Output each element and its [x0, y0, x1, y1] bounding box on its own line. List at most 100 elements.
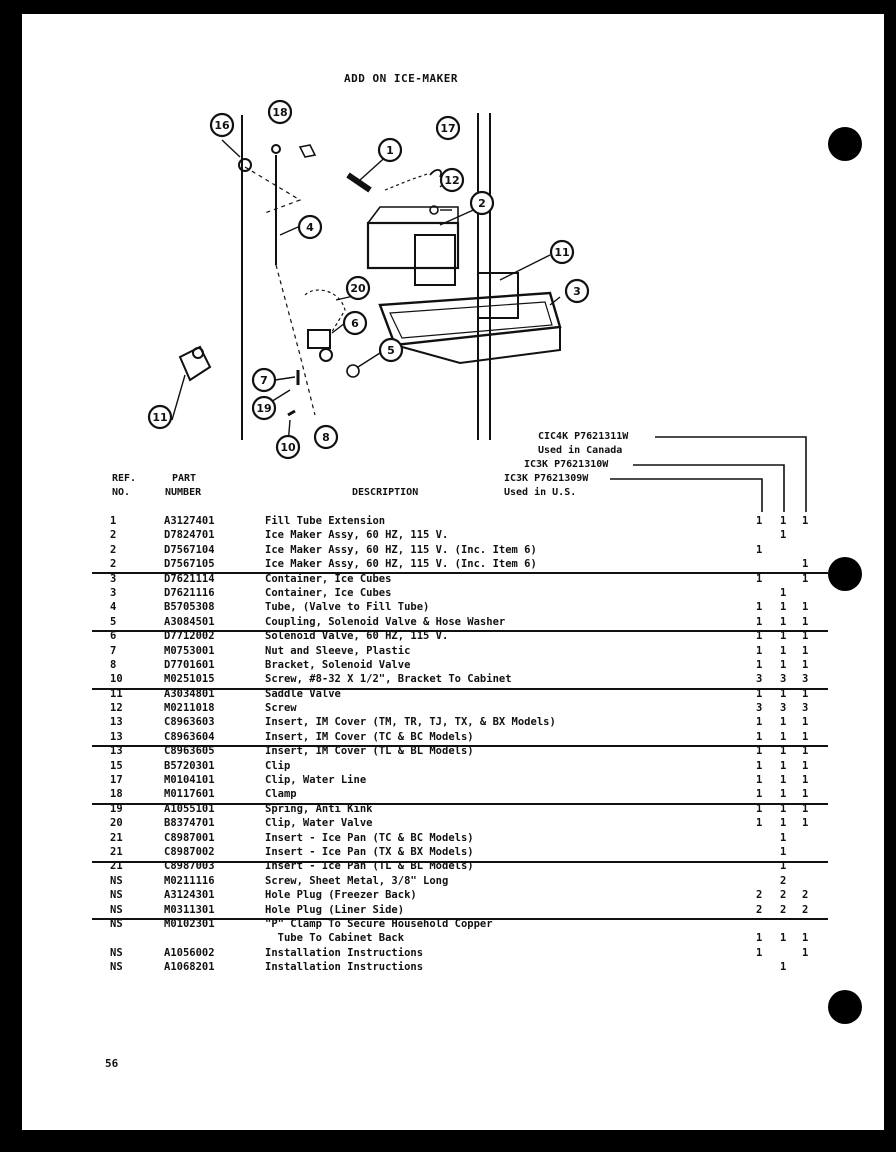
callout-4: 4 — [297, 214, 323, 240]
qty-cic4k-cell: 3 — [780, 673, 787, 686]
callout-11: 11 — [147, 404, 173, 430]
page-title: ADD ON ICE-MAKER — [344, 72, 458, 85]
part-number-cell: A3124301 — [164, 889, 215, 902]
svg-text:8: 8 — [322, 431, 330, 444]
qty-cic4k-cell: 1 — [780, 730, 787, 743]
part-number-cell: C8963605 — [164, 745, 215, 758]
ref-no-cell: 13 — [110, 745, 123, 758]
qty-cic4k-cell: 1 — [780, 774, 787, 787]
qty-ic3k-h-cell: 1 — [756, 716, 763, 729]
ref-no-cell: 6 — [110, 630, 117, 643]
table-row: 2 D7567105 Ice Maker Assy, 60 HZ, 115 V. (… — [110, 557, 840, 571]
qty-cic4k-cell: 1 — [780, 788, 787, 801]
qty-ic3k-h-cell: 1 — [756, 687, 763, 700]
ref-no-cell: 2 — [110, 543, 117, 556]
exploded-parts-diagram: 16 18 1 17 12 2 4 11 3 20 6 5 7 19 11 10… — [147, 99, 590, 460]
qty-ic3k-h-cell: 2 — [756, 889, 763, 902]
svg-text:2: 2 — [478, 197, 486, 210]
description-cell: Clip — [265, 759, 291, 772]
qty-ic3k-h-cell: 1 — [756, 601, 763, 614]
qty-cic4k-cell: 2 — [780, 903, 787, 916]
part-number-cell: B5720301 — [164, 759, 215, 772]
model-cic4k-note: Used in Canada — [538, 445, 623, 456]
qty-cic4k-cell: 1 — [780, 961, 787, 974]
qty-ic3k-w-cell: 3 — [802, 673, 809, 686]
ref-no-cell: NS — [110, 917, 123, 930]
svg-text:20: 20 — [350, 282, 366, 295]
part-number-cell: A1068201 — [164, 961, 215, 974]
qty-ic3k-w-cell: 1 — [802, 802, 809, 815]
callout-20: 20 — [345, 275, 371, 301]
description-cell: Installation Instructions — [265, 961, 424, 974]
ref-no-cell: 8 — [110, 658, 117, 671]
description-cell: Ice Maker Assy, 60 HZ, 115 V. (Inc. Item… — [265, 558, 537, 571]
part-number-cell: D7567105 — [164, 558, 215, 571]
qty-ic3k-w-cell: 1 — [802, 615, 809, 628]
svg-text:1: 1 — [386, 144, 394, 157]
qty-cic4k-cell: 1 — [780, 615, 787, 628]
qty-cic4k-cell: 1 — [780, 586, 787, 599]
qty-ic3k-h-cell: 3 — [756, 673, 763, 686]
qty-ic3k-h-cell: 1 — [756, 630, 763, 643]
description-cell: Nut and Sleeve, Plastic — [265, 644, 411, 657]
ref-no-cell: NS — [110, 874, 123, 887]
ref-no-cell: 2 — [110, 529, 117, 542]
qty-cic4k-cell: 1 — [780, 687, 787, 700]
qty-ic3k-w-cell: 1 — [802, 687, 809, 700]
model-ic3k-w: IC3K P7621310W — [524, 459, 609, 470]
qty-ic3k-h-cell: 1 — [756, 615, 763, 628]
part-number-cell: C8987001 — [164, 831, 215, 844]
description-cell: Bracket, Solenoid Valve — [265, 658, 411, 671]
ref-no-cell: 2 — [110, 558, 117, 571]
ref-no-cell: 7 — [110, 644, 117, 657]
qty-ic3k-w-cell: 2 — [802, 903, 809, 916]
callout-1: 1 — [377, 137, 403, 163]
svg-text:5: 5 — [387, 344, 395, 357]
qty-cic4k-cell: 1 — [780, 831, 787, 844]
description-cell: Insert, IM Cover (TM, TR, TJ, TX, & BX M… — [265, 716, 556, 729]
ref-no-cell: 17 — [110, 774, 123, 787]
header-ref-top: REF. — [112, 473, 137, 484]
qty-cic4k-cell: 1 — [780, 529, 787, 542]
qty-cic4k-cell: 1 — [780, 658, 787, 671]
divider-rule — [92, 630, 828, 632]
ref-no-cell: 3 — [110, 586, 117, 599]
header-ref-bottom: NO. — [112, 487, 131, 498]
part-number-cell: D7621114 — [164, 572, 215, 585]
description-cell: Screw, Sheet Metal, 3/8" Long — [265, 874, 449, 887]
qty-ic3k-w-cell: 1 — [802, 515, 809, 527]
svg-text:10: 10 — [280, 441, 296, 454]
part-number-cell: A3127401 — [164, 515, 215, 527]
description-cell: Saddle Valve — [265, 687, 341, 700]
svg-text:12: 12 — [444, 174, 459, 187]
qty-ic3k-h-cell: 1 — [756, 759, 763, 772]
ref-no-cell: 13 — [110, 730, 123, 743]
part-number-cell: C8987002 — [164, 845, 215, 858]
qty-ic3k-w-cell: 1 — [802, 745, 809, 758]
part-number-cell: B5705308 — [164, 601, 215, 614]
ref-no-cell: NS — [110, 946, 123, 959]
part-number-cell: D7824701 — [164, 529, 215, 542]
svg-text:17: 17 — [440, 122, 455, 135]
part-number-cell: D7567104 — [164, 543, 215, 556]
description-cell: Tube, (Valve to Fill Tube) — [265, 601, 430, 614]
qty-ic3k-h-cell: 1 — [756, 932, 763, 945]
part-number-cell: C8987003 — [164, 860, 215, 873]
part-number-cell: D7621116 — [164, 586, 215, 599]
divider-rule — [92, 572, 828, 574]
qty-ic3k-w-cell: 1 — [802, 932, 809, 945]
description-cell: Insert - Ice Pan (TX & BX Models) — [265, 845, 474, 858]
part-number-cell: M0117601 — [164, 788, 215, 801]
